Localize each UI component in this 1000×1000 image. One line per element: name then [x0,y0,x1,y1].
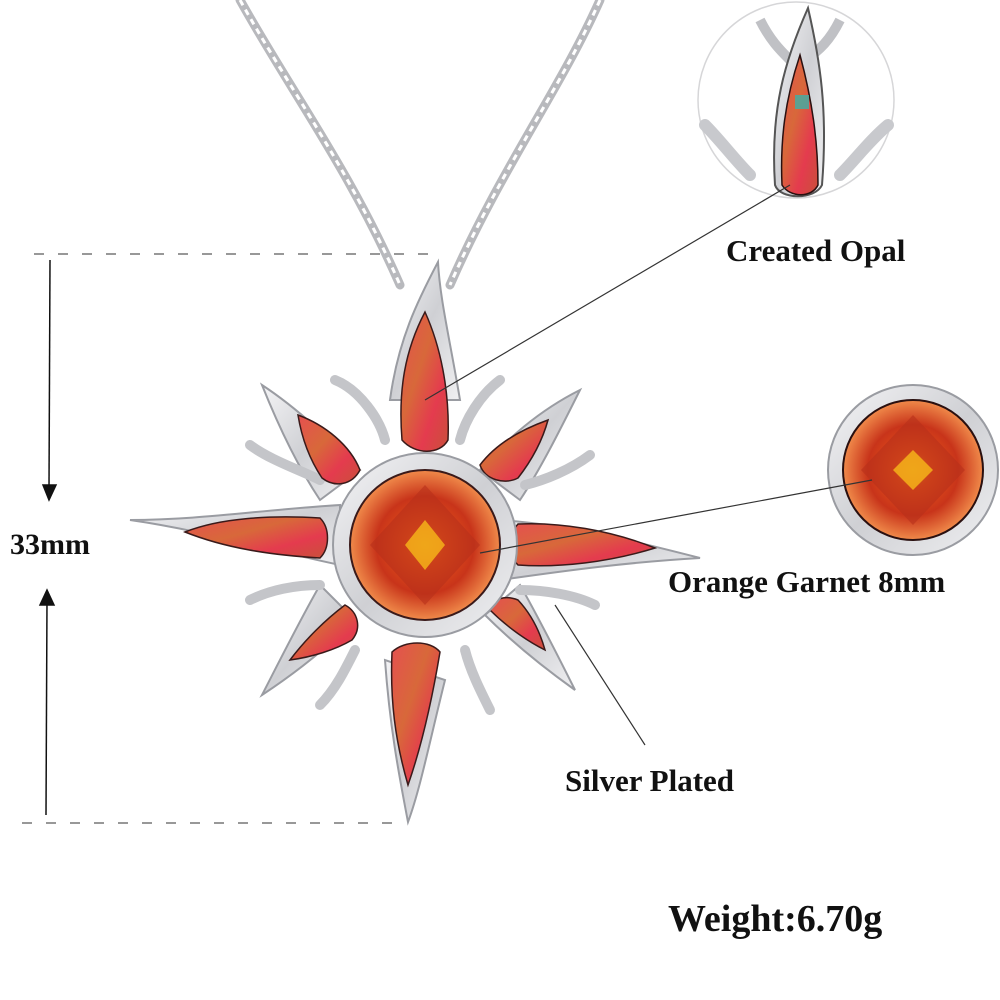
weight-label: Weight:6.70g [668,898,883,940]
opal-detail-inset [697,1,895,199]
chain [235,0,605,290]
dimension-guides [22,253,440,824]
callout-lines [424,184,873,746]
callout-created-opal: Created Opal [726,233,906,268]
garnet-detail-inset [827,384,999,556]
callout-orange-garnet: Orange Garnet 8mm [668,564,946,599]
dimension-arrows [38,259,58,816]
sun-pendant [129,258,701,826]
dimension-height-label: 33mm [10,528,90,561]
callout-silver-plated: Silver Plated [565,763,735,798]
